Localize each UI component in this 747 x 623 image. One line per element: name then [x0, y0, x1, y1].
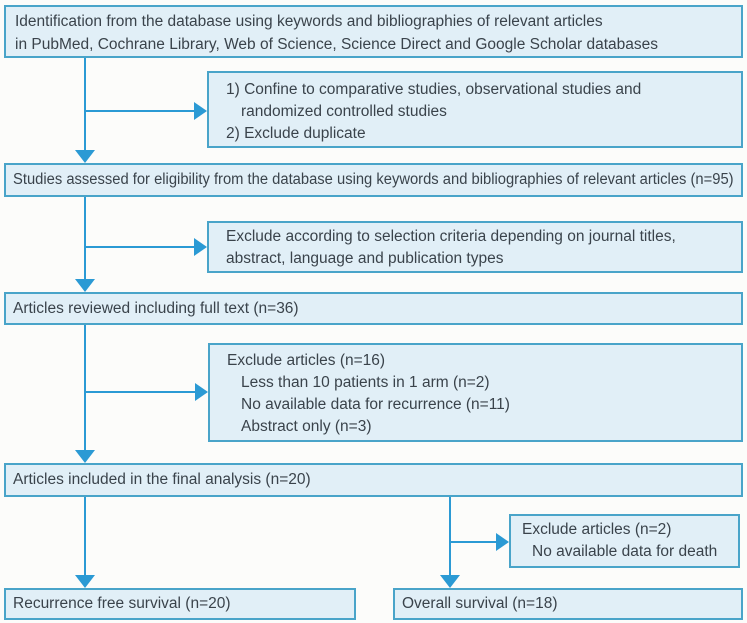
flow-line-final-to-rfs [84, 497, 86, 576]
arrowhead-right-icon [194, 102, 207, 120]
branch-line-to-excluded16 [85, 391, 195, 393]
box-rfs-text: Recurrence free survival (n=20) [13, 595, 231, 612]
box-excluded16-line-3: No available data for recurrence (n=11) [241, 396, 510, 413]
arrowhead-right-icon [195, 383, 208, 401]
box-criteria-line-3: 2) Exclude duplicate [226, 125, 366, 142]
arrowhead-right-icon [194, 238, 207, 256]
arrowhead-down-icon [75, 450, 95, 463]
flow-line-eligibility-to-reviewed [84, 197, 86, 280]
arrowhead-down-icon [75, 279, 95, 292]
box-os-text: Overall survival (n=18) [402, 595, 558, 612]
box-articles-reviewed-full-text: Articles reviewed including full text (n… [4, 292, 743, 325]
box-excluded2-line-2: No available data for death [532, 543, 718, 560]
flow-line-reviewed-to-final [84, 325, 86, 451]
branch-line-to-selection [85, 246, 194, 248]
arrowhead-down-icon [75, 150, 95, 163]
box-criteria-line-2: randomized controlled studies [241, 103, 447, 120]
arrowhead-down-icon [75, 575, 95, 588]
box-recurrence-free-survival: Recurrence free survival (n=20) [4, 588, 356, 620]
box-selection-line-2: abstract, language and publication types [226, 250, 504, 267]
box-reviewed-text: Articles reviewed including full text (n… [13, 299, 299, 317]
box-excluded16-line-2: Less than 10 patients in 1 arm (n=2) [241, 374, 490, 391]
box-identification-line-1: Identification from the database using k… [15, 13, 603, 30]
arrowhead-right-icon [496, 533, 509, 551]
branch-line-to-criteria [85, 110, 194, 112]
flow-line-final-to-os [449, 497, 451, 576]
box-excluded16-line-1: Exclude articles (n=16) [227, 352, 386, 369]
box-exclude-selection-criteria: Exclude according to selection criteria … [207, 221, 743, 273]
box-excluded16-line-4: Abstract only (n=3) [241, 418, 372, 435]
box-articles-final-analysis: Articles included in the final analysis … [4, 463, 743, 497]
branch-line-to-excluded2 [450, 541, 496, 543]
box-confine-exclude-criteria: 1) Confine to comparative studies, obser… [207, 71, 743, 148]
box-final-text: Articles included in the final analysis … [13, 471, 311, 488]
box-studies-assessed-eligibility: Studies assessed for eligibility from th… [4, 163, 743, 197]
box-criteria-line-1: 1) Confine to comparative studies, obser… [226, 81, 642, 98]
box-excluded2-line-1: Exclude articles (n=2) [522, 521, 672, 538]
flow-line-identification-to-eligibility [84, 58, 86, 151]
box-eligibility-text: Studies assessed for eligibility from th… [13, 171, 734, 188]
box-exclude-articles-2: Exclude articles (n=2) No available data… [509, 514, 740, 568]
box-selection-line-1: Exclude according to selection criteria … [226, 228, 676, 245]
box-exclude-articles-16: Exclude articles (n=16) Less than 10 pat… [208, 343, 743, 442]
box-identification-line-2: in PubMed, Cochrane Library, Web of Scie… [15, 36, 659, 53]
arrowhead-down-icon [440, 575, 460, 588]
box-identification: Identification from the database using k… [4, 5, 743, 58]
box-overall-survival: Overall survival (n=18) [393, 588, 743, 620]
